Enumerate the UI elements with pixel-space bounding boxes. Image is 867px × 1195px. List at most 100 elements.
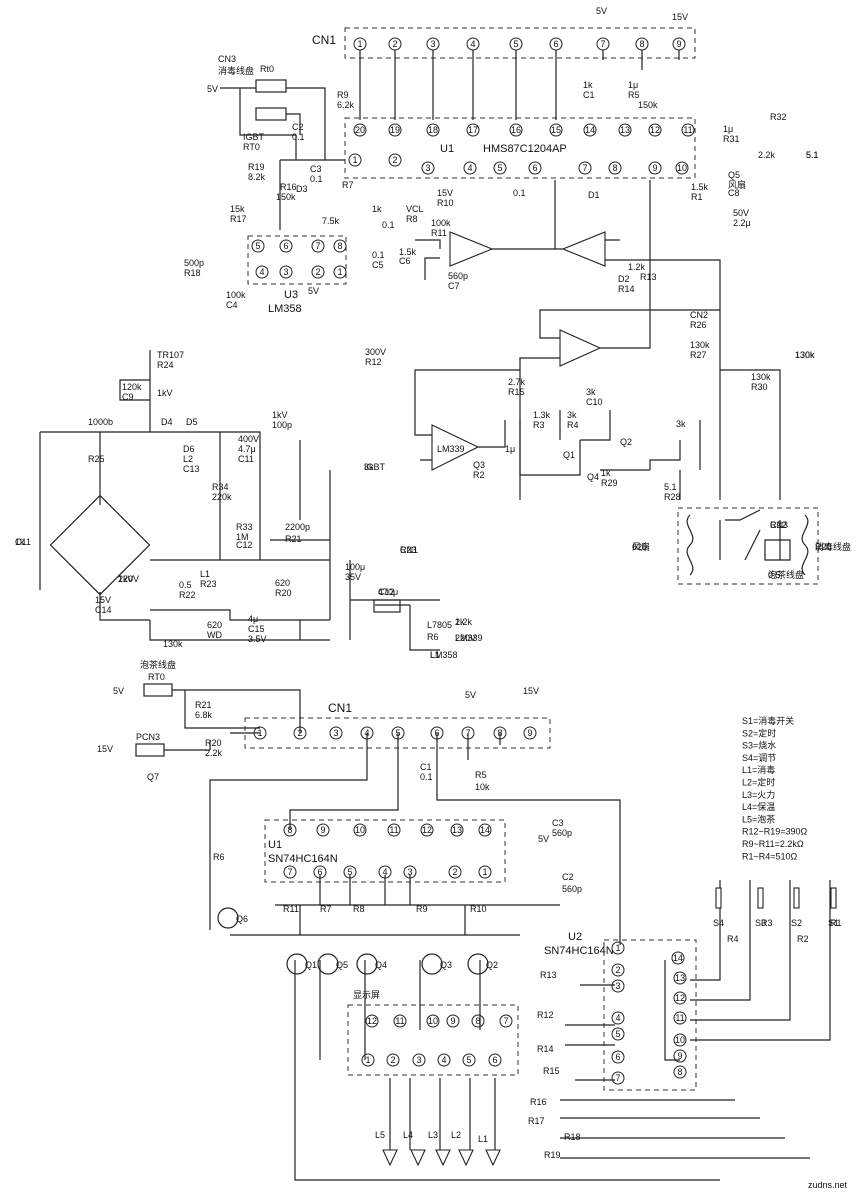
top-label-106: C12: [236, 540, 253, 550]
bottom-u2-pin-7: 14: [673, 953, 683, 963]
bottom-legend-line-7: L4=保温: [742, 801, 775, 812]
bottom-u2-pin-5: 6: [615, 1052, 620, 1062]
bottom-transistor-Q3: [421, 953, 443, 975]
bottom-u2-pin-3: 4: [615, 1013, 620, 1023]
top-u1-bottom-pin-6: 6: [532, 163, 537, 173]
top-label-107: 2200p: [285, 522, 310, 532]
bottom-display-pin-1: 11: [395, 1016, 404, 1026]
bottom-u1-box: [264, 819, 506, 883]
bottom-u2-pin-10-circle: [673, 1011, 687, 1025]
bottom-r20v: 2.2k: [205, 748, 223, 758]
bottom-u2-pin-6: 7: [615, 1073, 620, 1083]
top-label-29: 1.5k: [399, 247, 417, 257]
top-lm358-out: 220V: [455, 633, 476, 643]
top-label-76: Q4: [587, 472, 599, 482]
bottom-r5v: 10k: [475, 782, 490, 792]
top-label-51: C8: [728, 188, 740, 198]
bottom-switch-label-S1: S1: [828, 918, 839, 928]
bottom-transistor-label-Q4: Q4: [375, 960, 387, 970]
bottom-r21v: 6.8k: [195, 710, 213, 720]
top-u3-pin-5: 3: [283, 267, 288, 277]
top-cn1-15v: 15V: [672, 12, 688, 22]
top-u3-pin-0-circle: [251, 239, 265, 253]
top-coil-disinfect-label: 消毒线盘: [218, 65, 254, 76]
top-label-31: 560p: [448, 271, 468, 281]
top-label-136: CN3: [770, 520, 788, 530]
top-u3-pin-1-circle: [279, 239, 293, 253]
top-label-49: Q5: [728, 170, 740, 180]
bottom-pcn3: PCN3: [136, 732, 160, 742]
top-u1-bottom-pin-9: 9: [652, 163, 657, 173]
top-u3-pin-7: 1: [337, 267, 342, 277]
bottom-display-pin-3-circle: [446, 1014, 460, 1028]
top-label-61: R30: [751, 382, 768, 392]
bottom-r5: R5: [475, 770, 487, 780]
top-label-128: R6: [427, 632, 439, 642]
bottom-u1-pin-9: 5: [347, 867, 352, 877]
top-label-131: LM358: [430, 650, 458, 660]
bottom-display-pin-10-circle: [462, 1053, 476, 1067]
top-u3-pin-3-circle: [333, 239, 347, 253]
top-u1-top-pin-13: 13: [620, 125, 630, 135]
top-u1-top-pin-12: 12: [650, 125, 660, 135]
top-u3-pin-4: 4: [259, 267, 264, 277]
top-label-28: R11: [431, 228, 447, 238]
top-label-46: 1μ: [723, 124, 733, 134]
top-label-26: R10: [437, 198, 454, 208]
top-cn1-pin-1: 1: [357, 39, 362, 49]
top-label-13: VCL: [406, 204, 424, 214]
bottom-led-label-L1: L1: [478, 1134, 488, 1144]
top-u1-bottom-pin-1: 1: [352, 155, 357, 165]
top-u3-pin-2: 7: [315, 241, 320, 251]
top-lm339: [431, 424, 480, 471]
top-5v-in: 5V: [207, 84, 218, 94]
top-label-38: R13: [640, 272, 657, 282]
top-label-56: CN2: [690, 310, 708, 320]
top-label-70: R4: [567, 420, 579, 430]
top-cn3-wires: [220, 87, 345, 230]
top-label-2: C2: [292, 122, 304, 132]
top-label-20: 100k: [226, 290, 246, 300]
top-u3-pin-3: 8: [337, 241, 342, 251]
top-label-117: 620: [207, 620, 222, 630]
top-label-59: R27: [690, 350, 707, 360]
top-label-10: 150k: [276, 192, 296, 202]
top-u3-pin-6: 2: [315, 267, 320, 277]
bottom-cn1-pin-3-circle: [329, 726, 343, 740]
top-u1-top-pin-14-circle: [583, 123, 597, 137]
top-label-16: R17: [230, 214, 247, 224]
top-u1-top-pin-11: 11: [683, 125, 692, 135]
bottom-legend-line-8: L5=泡茶: [742, 813, 775, 824]
top-label-126: 470μ: [378, 587, 398, 597]
top-cn1-pin-2: 2: [392, 39, 397, 49]
top-u1-top-pin-13-circle: [618, 123, 632, 137]
top-label-101: 100p: [272, 420, 292, 430]
top-label-96: C13: [183, 464, 200, 474]
bottom-transistor-label-Q5: Q5: [336, 960, 348, 970]
bottom-display-pin-0: 12: [367, 1016, 377, 1026]
bottom-display-pin-2: 10: [428, 1016, 438, 1026]
top-label-123: 3.5V: [248, 634, 267, 644]
top-label-83: 3k: [676, 419, 686, 429]
top-label-78: R2: [473, 470, 485, 480]
bottom-display-pin-7: 2: [390, 1055, 395, 1065]
bottom-u1-pin-2-circle: [353, 823, 367, 837]
top-opamp-14: [559, 329, 602, 367]
top-label-104: R33: [236, 522, 253, 532]
bottom-display-box: [347, 1004, 519, 1076]
top-cn1-title: CN1: [312, 33, 336, 47]
top-driver-wires: [519, 300, 781, 560]
top-u1-bottom-pin-10: 10: [677, 163, 687, 173]
top-label-12: 1k: [372, 204, 382, 214]
bottom-u2-pin-11-circle: [673, 1033, 687, 1047]
bottom-switch-label-S2: S2: [791, 918, 802, 928]
top-label-92: D4: [161, 417, 173, 427]
bottom-transistor-Q1: [286, 953, 308, 975]
top-u1-top-pin-19-circle: [388, 123, 402, 137]
bottom-u1-pin-5: 13: [452, 825, 462, 835]
top-label-25: 15V: [437, 188, 453, 198]
bottom-legend-line-10: R9~R11=2.2kΩ: [742, 839, 804, 849]
top-u1-bottom-pin-7: 7: [582, 163, 587, 173]
bottom-u2-pin-1: 2: [615, 965, 620, 975]
